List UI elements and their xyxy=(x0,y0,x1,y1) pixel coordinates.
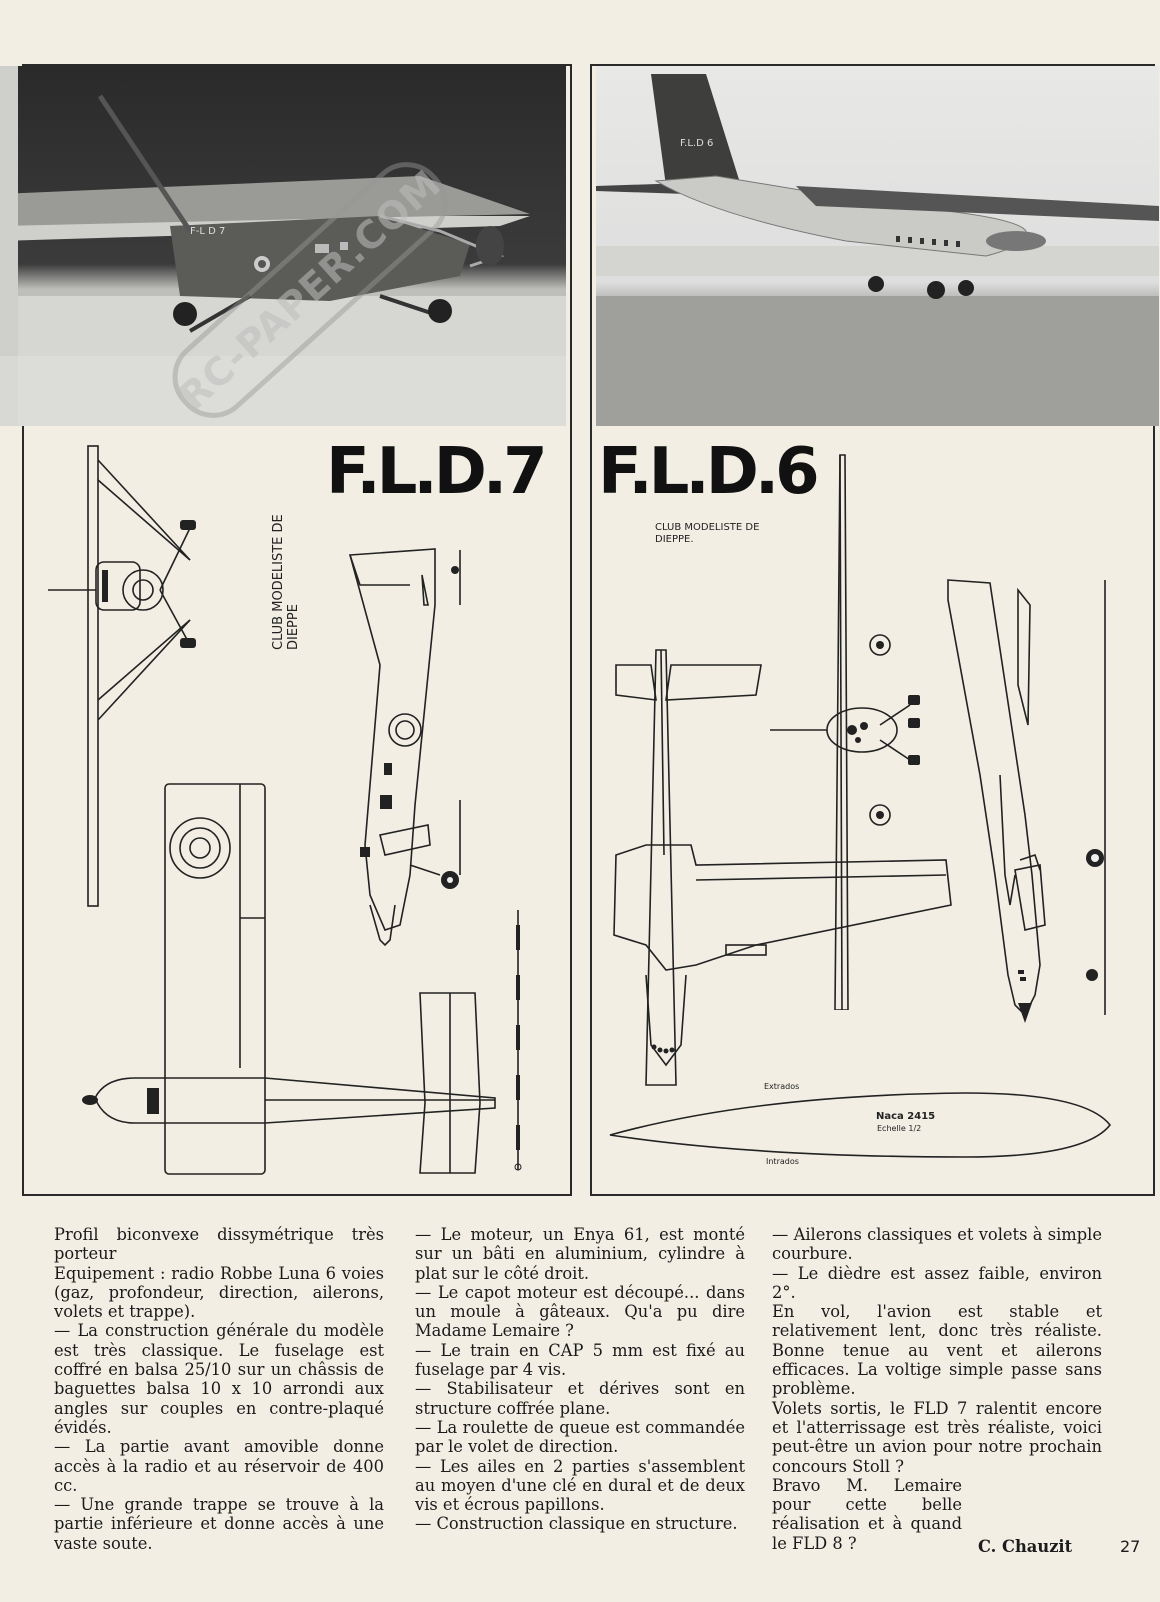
photo-left-registration: F-L D 7 xyxy=(190,226,225,237)
fld7-top-view-drawing xyxy=(82,783,496,1175)
paragraph: Equipement : radio Robbe Luna 6 voies (g… xyxy=(54,1263,384,1322)
airfoil-profile-label: Naca 2415 xyxy=(876,1111,936,1122)
paragraph: — Les ailes en 2 parties s'assemblent au… xyxy=(415,1456,745,1515)
paragraph: — Le capot moteur est découpé... dans un… xyxy=(415,1282,745,1341)
fld6-side-view-drawing xyxy=(947,579,1106,1023)
airfoil-intrados-label: Intrados xyxy=(766,1157,799,1166)
paragraph: Volets sortis, le FLD 7 ralentit encore … xyxy=(772,1398,1102,1476)
paragraph: — Construction classique en structure. xyxy=(415,1514,738,1534)
text-column-3: — Ailerons classiques et volets à simple… xyxy=(772,1225,1102,1553)
airfoil-scale-label: Echelle 1/2 xyxy=(877,1124,922,1133)
text-column-2: — Le moteur, un Enya 61, est monté sur u… xyxy=(415,1225,745,1534)
paragraph: — Le train en CAP 5 mm est fixé au fusel… xyxy=(415,1340,745,1380)
drawing-frame-left xyxy=(22,64,572,1196)
paragraph: — Ailerons classiques et volets à simple… xyxy=(772,1225,1102,1264)
fld6-top-view-drawing xyxy=(613,649,952,1086)
author-signature: C. Chauzit xyxy=(978,1537,1073,1556)
paragraph: — La partie avant amovible donne accès à… xyxy=(54,1437,384,1495)
paragraph: — Stabilisateur et dérives sont en struc… xyxy=(415,1379,745,1418)
title-fld7: F.L.D.7 xyxy=(326,435,548,509)
paragraph: — Le dièdre est assez faible, environ 2°… xyxy=(772,1263,1102,1302)
fld6-front-view-drawing xyxy=(770,454,920,1010)
title-fld6: F.L.D.6 xyxy=(598,435,820,509)
paragraph: — La roulette de queue est commandée par… xyxy=(415,1417,745,1457)
club-label-right: CLUB MODELISTE DE DIEPPE. xyxy=(655,522,760,545)
drawing-frame-right xyxy=(590,64,1155,1196)
paragraph: Profil biconvexe dissymétrique très port… xyxy=(54,1225,384,1264)
club-label-left: CLUB MODELISTE DE DIEPPE xyxy=(271,514,301,650)
fld7-scale-bar xyxy=(514,910,522,1171)
photo-fld6: F.L.D 6 xyxy=(596,66,1159,426)
photo-fld7: F-L D 7 xyxy=(0,66,566,426)
paragraph: — Le moteur, un Enya 61, est monté sur u… xyxy=(415,1225,745,1283)
fld7-side-view-drawing xyxy=(348,548,461,947)
airfoil-profile-drawing xyxy=(609,1092,1112,1158)
airfoil-extrados-label: Extrados xyxy=(764,1082,800,1091)
text-column-1: Profil biconvexe dissymétrique très port… xyxy=(54,1225,384,1553)
photo-right-registration: F.L.D 6 xyxy=(680,138,713,149)
page-number: 27 xyxy=(1120,1537,1141,1556)
paragraph: En vol, l'avion est stable et relativeme… xyxy=(772,1302,1102,1399)
paragraph: — La construction générale du modèle est… xyxy=(54,1321,384,1437)
paragraph: Bravo M. Lemaire pour cette belle réalis… xyxy=(772,1475,962,1553)
paragraph: — Une grande trappe se trouve à la parti… xyxy=(54,1495,384,1553)
fld7-front-view-drawing xyxy=(48,445,196,907)
